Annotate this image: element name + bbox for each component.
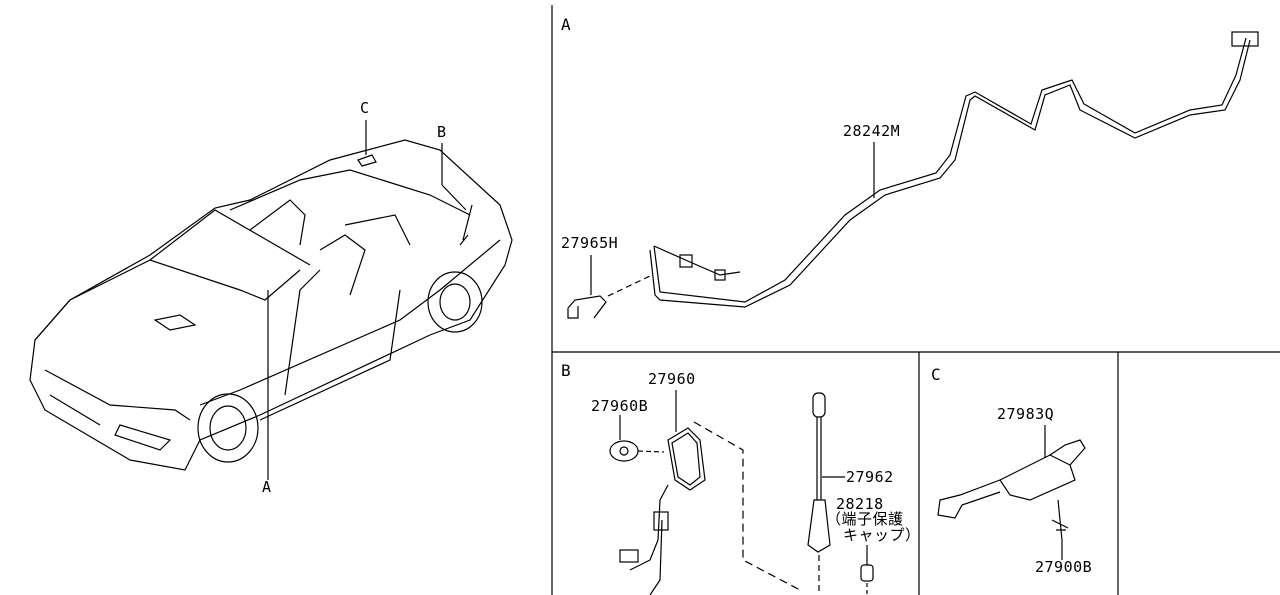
panel-dividers [551, 5, 1280, 595]
part-28242m[interactable]: 28242M [843, 122, 901, 140]
part-27960[interactable]: 27960 [648, 370, 696, 388]
antenna-amplifier-illustration [937, 425, 1086, 560]
section-c-title: C [931, 365, 942, 384]
callout-b: B [437, 123, 447, 141]
section-a-title: A [561, 15, 572, 34]
part-27962[interactable]: 27962 [846, 468, 894, 486]
section-b-title: B [561, 361, 572, 380]
part-28218[interactable]: 28218 [836, 495, 884, 513]
part-27965h[interactable]: 27965H [561, 234, 619, 252]
antenna-base-and-rod-illustration [609, 390, 874, 595]
car-convertible-illustration [29, 120, 513, 480]
callout-a: A [262, 478, 272, 496]
callout-c: C [360, 99, 370, 117]
part-28218-note-2: キャップ） [843, 526, 921, 544]
antenna-feeder-cable-illustration [567, 31, 1259, 319]
part-27983q[interactable]: 27983Q [997, 405, 1055, 423]
part-27900b[interactable]: 27900B [1035, 558, 1093, 576]
part-28218-note-1: （端子保護 [826, 510, 904, 528]
part-27960b[interactable]: 27960B [591, 397, 649, 415]
